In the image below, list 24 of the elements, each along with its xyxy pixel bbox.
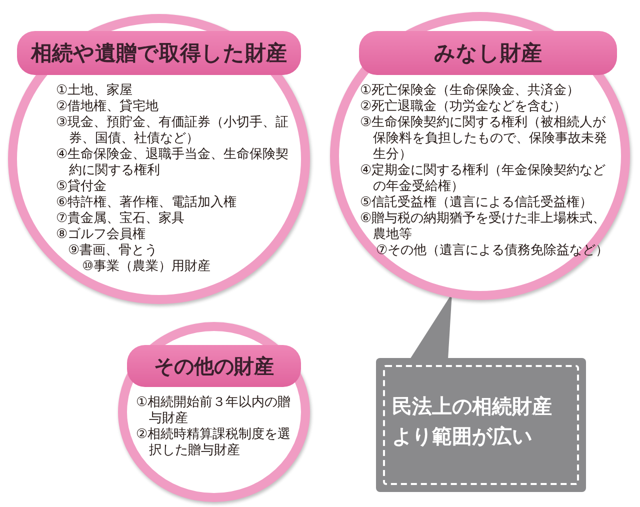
callout-text: 民法上の相続財産より範囲が広い	[392, 393, 553, 450]
list-item: ⑤貸付金	[56, 179, 108, 195]
heading-banner: その他の財産	[127, 345, 301, 387]
list-item: ③生命保険契約に関する権利（被相続人が保険料を負担したもので、保険事故未発生分）	[360, 115, 608, 163]
list-item: ⑨書画、骨とう	[68, 243, 159, 259]
heading-banner: 相続や遺贈で取得した財産	[17, 31, 301, 75]
list-item: ①死亡保険金（生命保険金、共済金）	[360, 83, 581, 99]
list-item: ②死亡退職金（功労金などを含む）	[360, 99, 568, 115]
callout-box	[376, 358, 586, 492]
list-item: ⑥贈与税の納期猶予を受けた非上場株式、農地等	[360, 211, 607, 243]
list-item: ①土地、家屋	[56, 83, 134, 99]
list-item: ⑦貴金属、宝石、家具	[56, 211, 186, 227]
list-item: ⑧ゴルフ会員権	[56, 227, 147, 243]
list-item: ④生命保険金、退職手当金、生命保険契約に関する権利	[56, 147, 290, 179]
list-item: ②借地権、貸宅地	[56, 99, 160, 115]
list-item: ⑥特許権、著作権、電話加入権	[56, 195, 238, 211]
list-item: ③現金、預貯金、有価証券（小切手、証券、国債、社債など）	[56, 115, 290, 147]
list-item: ⑩事業（農業）用財産	[82, 259, 212, 275]
list-item: ⑦その他（遺言による債務免除益など）	[376, 243, 610, 259]
list-item: ④定期金に関する権利（年金保険契約などの年金受給権）	[360, 163, 607, 195]
list-item: ⑤信託受益権（遺言による信託受益権）	[360, 195, 594, 211]
list-item: ②相続時精算課税制度を選択した贈与財産	[136, 427, 292, 459]
list-item: ①相続開始前３年以内の贈与財産	[136, 395, 292, 427]
heading-banner: みなし財産	[359, 31, 617, 75]
